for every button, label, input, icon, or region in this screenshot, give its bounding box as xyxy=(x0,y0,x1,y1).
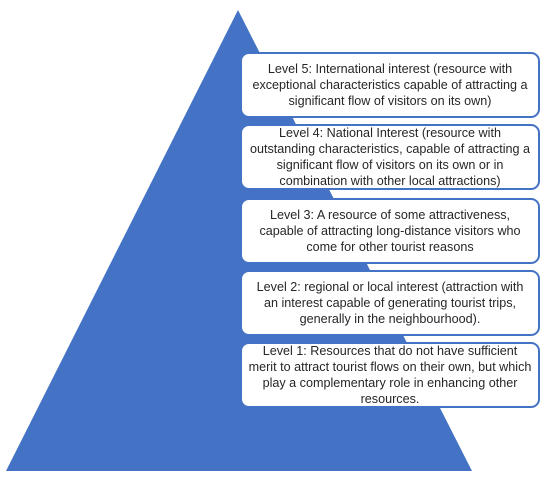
level-5-box: Level 5: International interest (resourc… xyxy=(240,52,540,118)
level-5-text: Level 5: International interest (resourc… xyxy=(252,62,528,108)
level-1-box: Level 1: Resources that do not have suff… xyxy=(240,342,540,408)
level-2-box: Level 2: regional or local interest (att… xyxy=(240,270,540,336)
level-3-box: Level 3: A resource of some attractivene… xyxy=(240,198,540,264)
level-4-box: Level 4: National Interest (resource wit… xyxy=(240,124,540,190)
level-3-text: Level 3: A resource of some attractivene… xyxy=(259,208,521,254)
level-1-text: Level 1: Resources that do not have suff… xyxy=(248,344,532,406)
level-4-text: Level 4: National Interest (resource wit… xyxy=(249,126,531,188)
level-2-text: Level 2: regional or local interest (att… xyxy=(256,280,524,326)
